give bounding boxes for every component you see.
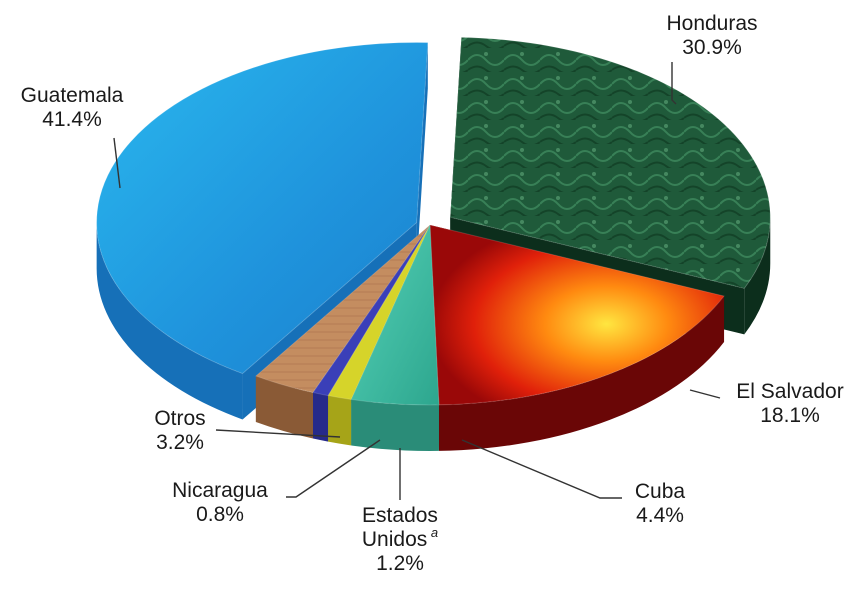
slice-rim: [438, 296, 725, 451]
leader-line-cuba: [461, 439, 622, 499]
slice-name-label: Unidos a: [362, 525, 438, 551]
leader-line-el-salvador: [689, 389, 721, 399]
slice-side-wall: [416, 42, 428, 269]
slice-value-label: 1.2%: [376, 552, 424, 575]
slice-top: [254, 224, 431, 394]
slice-rim: [313, 392, 329, 442]
slice-name-label: Otros: [154, 407, 205, 430]
slice-rim: [96, 222, 243, 420]
slice-top: [350, 224, 440, 406]
slice-top: [449, 36, 771, 289]
leader-line-honduras: [671, 62, 677, 105]
leader-line-nicaragua: [286, 439, 381, 498]
slice-name-label: Honduras: [666, 12, 757, 35]
slice-value-label: 0.8%: [196, 503, 244, 526]
slice-name-label: Nicaragua: [172, 479, 268, 502]
slice-name-label: Cuba: [635, 480, 686, 503]
slice-top: [429, 224, 725, 406]
slice-name-label: Guatemala: [21, 84, 124, 107]
leader-line-otros: [215, 429, 341, 438]
slice-name-label: El Salvador: [736, 380, 843, 403]
slice-rim: [328, 395, 352, 446]
slice-value-label: 4.4%: [636, 504, 684, 527]
slice-value-label: 41.4%: [42, 108, 102, 131]
leader-line-guatemala: [113, 137, 121, 189]
slice-rim: [744, 217, 771, 335]
slice-value-label: 3.2%: [156, 431, 204, 454]
footnote-marker: a: [427, 525, 438, 540]
slice-value-label: 30.9%: [682, 36, 742, 59]
slice-name-label: Estados: [362, 504, 438, 527]
slice-top: [327, 224, 431, 401]
slice-value-label: 18.1%: [760, 404, 820, 427]
slice-rim: [351, 399, 439, 451]
slice-cuba: [350, 224, 440, 451]
slice-top: [96, 41, 429, 375]
slice-top: [312, 224, 431, 397]
slice-rim: [255, 376, 314, 439]
